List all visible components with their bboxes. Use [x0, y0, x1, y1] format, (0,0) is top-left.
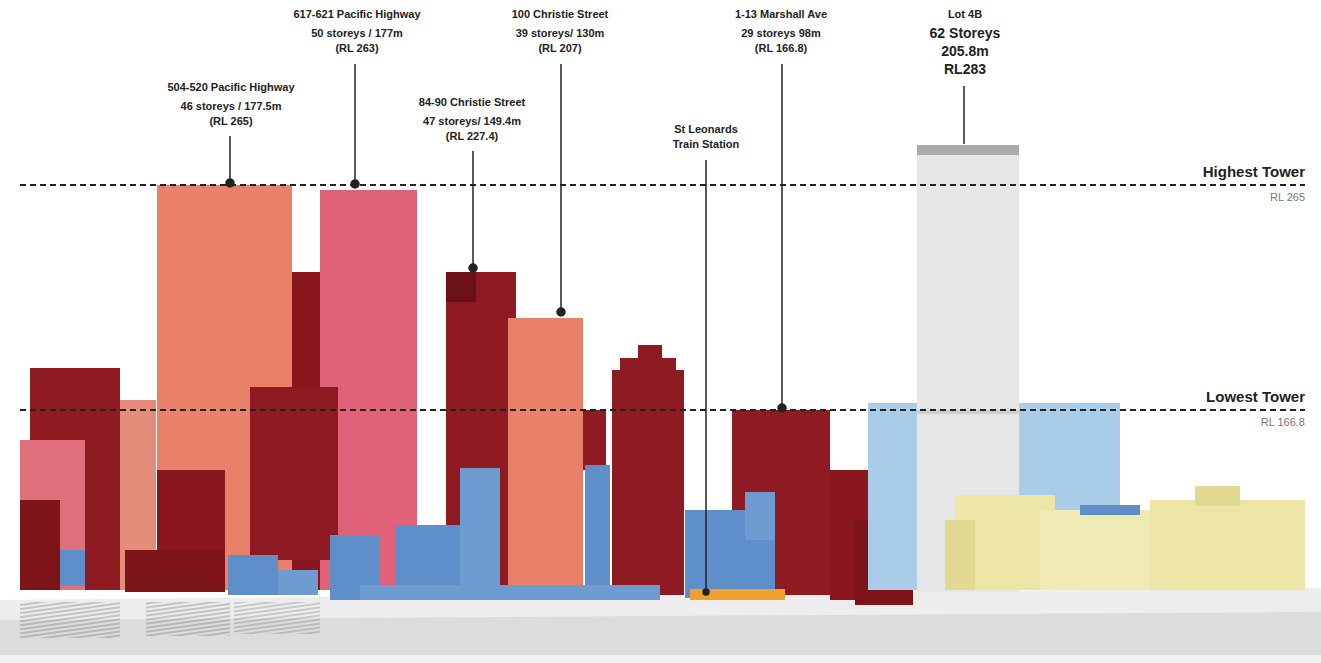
building-label: 39 storeys/ 130m	[516, 27, 605, 40]
building-label: RL 265	[1270, 191, 1305, 204]
building-label: 29 storeys 98m	[741, 27, 821, 40]
building-label: 84-90 Christie Street	[419, 96, 525, 109]
building-label: Lowest Tower	[1206, 388, 1305, 405]
building-label: (RL 265)	[209, 115, 252, 128]
building-label: Highest Tower	[1203, 163, 1305, 180]
building-label: (RL 166.8)	[755, 42, 807, 55]
building-label: Lot 4B	[948, 8, 982, 21]
building-label: RL283	[944, 61, 986, 77]
building-label: 62 Storeys	[930, 25, 1001, 41]
building-label: (RL 227.4)	[446, 130, 498, 143]
building-label: St Leonards	[674, 123, 738, 136]
building-label: 504-520 Pacific Highway	[167, 81, 294, 94]
building-label: 47 storeys/ 149.4m	[423, 115, 521, 128]
building-label: (RL 207)	[538, 42, 581, 55]
building-label: RL 166.8	[1261, 416, 1305, 429]
building-label: Train Station	[673, 138, 740, 151]
building-label: 50 storeys / 177m	[311, 27, 403, 40]
building-label: 100 Christie Street	[512, 8, 609, 21]
building-label: 617-621 Pacific Highway	[293, 8, 420, 21]
building-label: 205.8m	[941, 43, 988, 59]
building-label: 46 storeys / 177.5m	[181, 100, 282, 113]
building-label: 1-13 Marshall Ave	[735, 8, 827, 21]
building-label: (RL 263)	[335, 42, 378, 55]
